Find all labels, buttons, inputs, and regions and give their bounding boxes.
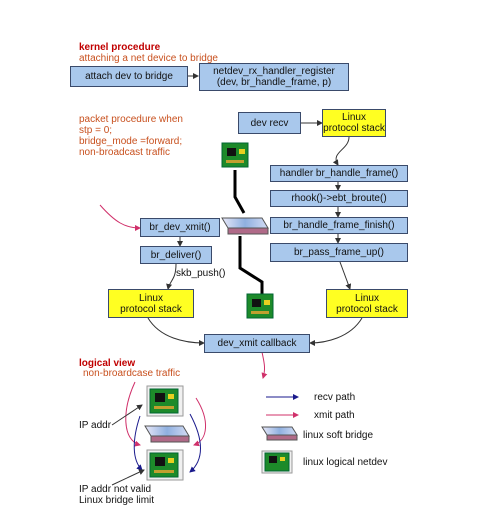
bridge-icon-middle [221,217,269,235]
kernel-procedure-subheading: attaching a net device to bridge [79,53,218,64]
deliver-to-stack-arrow [166,263,177,290]
right-stack-to-callback-arrow [309,317,363,346]
legend-logical-netdev-label: linux logical netdev [303,457,388,468]
legend-soft-bridge-label: linux soft bridge [303,430,374,441]
legend-netdev-icon [261,450,293,474]
dev-xmit-box: br_dev_xmit() [140,218,220,237]
linux-stack-top-box: Linux protocol stack [322,109,386,137]
br-deliver-box: br_deliver() [140,246,212,264]
callback-out-arrow [261,351,268,379]
wire-top [233,170,246,214]
dev-xmit-callback-box: dev_xmit callback [204,334,310,353]
handle-frame-box: handler br_handle_frame() [270,165,408,182]
rx-handler-register-box: netdev_rx_handler_register (dev, br_hand… [199,63,349,91]
logical-view-subheading: non-broardcase traffic [83,368,181,379]
nic-bottom-icon [246,293,274,319]
linux-stack-right-box: Linux protocol stack [326,289,408,318]
dev-recv-box: dev recv [238,112,301,134]
kernel-procedure-heading: kernel procedure [79,42,161,53]
left-stack-to-callback-arrow [147,317,205,346]
stack-to-handler-arrow [332,136,350,166]
attach-dev-box: attach dev to bridge [70,66,188,87]
linux-stack-left-box: Linux protocol stack [108,289,194,318]
wire-bottom [238,236,264,295]
incoming-xmit-arrow [99,204,141,231]
passup-to-stack-arrow [339,261,352,290]
pass-frame-up-box: br_pass_frame_up() [270,243,408,262]
ip-addr-label: IP addr [79,420,112,431]
packet-procedure-note: packet procedure when stp = 0; bridge_mo… [79,114,183,158]
logical-view-illustration [111,381,206,486]
skb-push-label: skb_push() [176,268,226,279]
nic-top-icon [221,142,249,168]
legend-xmit-label: xmit path [314,410,355,421]
legend-bridge-icon [261,426,298,441]
frame-finish-box: br_handle_frame_finish() [270,217,408,234]
rhook-box: rhook()->ebt_broute() [270,190,408,207]
legend-recv-label: recv path [314,392,356,403]
logical-view-heading: logical view [79,358,136,369]
ip-addr-not-valid-label: IP addr not valid Linux bridge limit [79,484,155,506]
